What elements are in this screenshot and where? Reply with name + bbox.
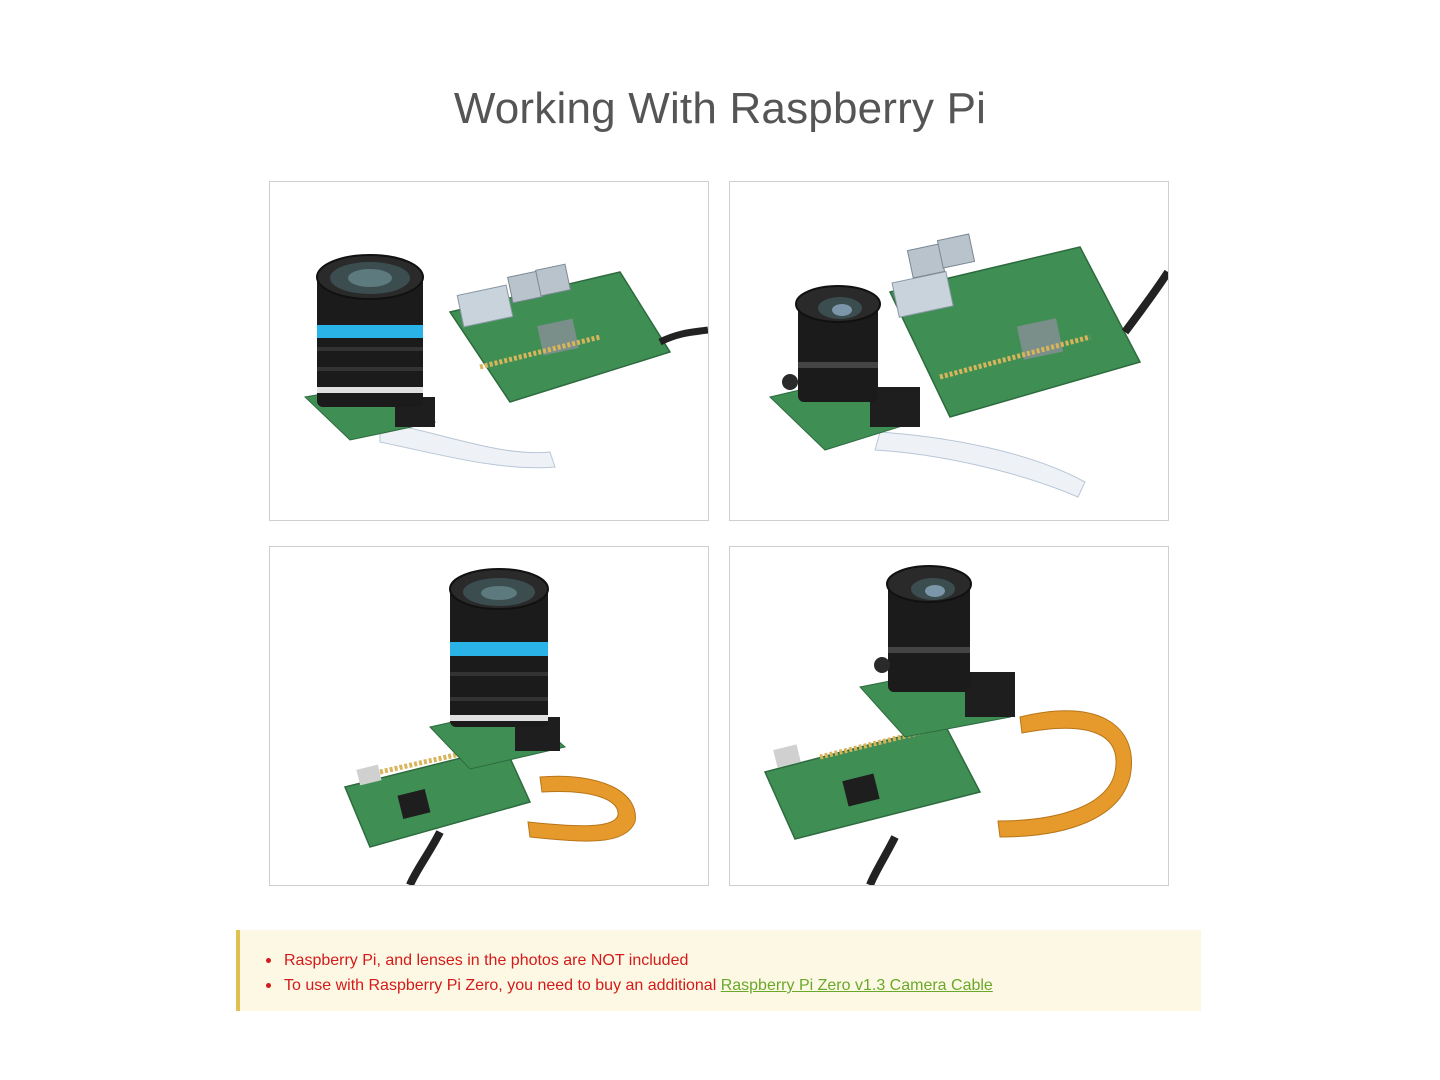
photo-camera-6mm-pi4[interactable] <box>729 181 1169 521</box>
bullet-icon <box>266 958 271 963</box>
photo-camera-lens-pizero[interactable] <box>269 546 709 886</box>
camera-lens-with-raspberry-pi-zero-image <box>343 568 636 885</box>
camera-6mm-lens-with-raspberry-pi-zero-image <box>763 565 1132 885</box>
note-list: Raspberry Pi, and lenses in the photos a… <box>266 948 993 998</box>
page-title: Working With Raspberry Pi <box>453 84 987 133</box>
note-item-not-included: Raspberry Pi, and lenses in the photos a… <box>266 948 993 973</box>
note-text-pi-zero: To use with Raspberry Pi Zero, you need … <box>284 977 721 994</box>
photo-camera-6mm-pizero[interactable] <box>729 546 1169 886</box>
bullet-icon <box>266 983 271 988</box>
note-text-not-included: Raspberry Pi, and lenses in the photos a… <box>284 952 689 969</box>
camera-6mm-lens-with-raspberry-pi-4-image <box>768 233 1168 498</box>
pi-zero-camera-cable-link[interactable]: Raspberry Pi Zero v1.3 Camera Cable <box>720 977 993 994</box>
note-box: Raspberry Pi, and lenses in the photos a… <box>236 930 1201 1011</box>
note-item-pi-zero-cable: To use with Raspberry Pi Zero, you need … <box>266 973 993 998</box>
camera-lens-with-raspberry-pi-4-image <box>303 254 708 469</box>
photo-camera-lens-pi4[interactable] <box>269 181 709 521</box>
